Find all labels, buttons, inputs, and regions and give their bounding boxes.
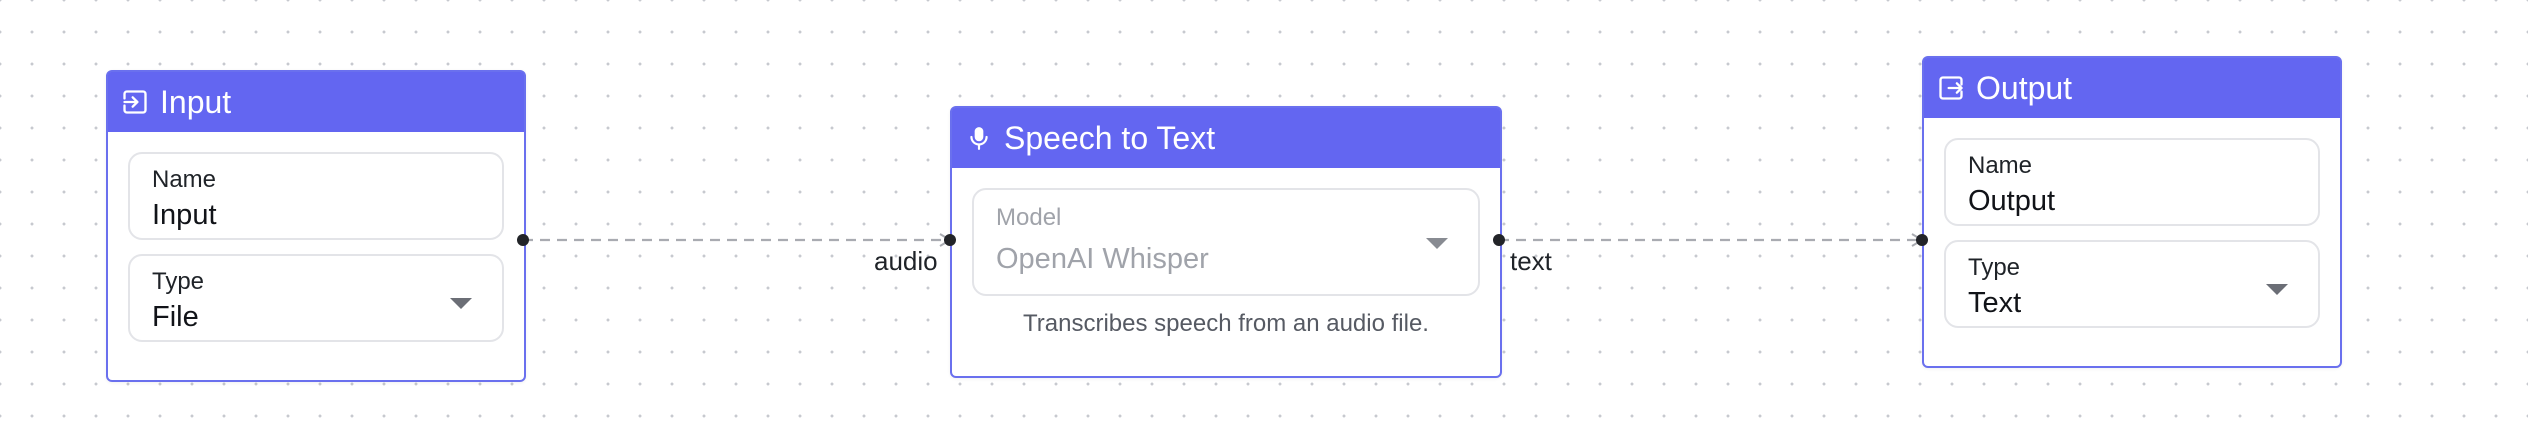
type-select[interactable]: Type Text	[1944, 240, 2320, 328]
model-label: Model	[996, 204, 1062, 231]
type-select[interactable]: Type File	[128, 254, 504, 342]
model-select[interactable]: Model OpenAI Whisper	[972, 188, 1480, 296]
node-header[interactable]: Speech to Text	[952, 108, 1500, 168]
text-output-handle[interactable]	[1493, 234, 1505, 246]
exit-icon	[1936, 73, 1966, 103]
type-value[interactable]: Text	[1968, 287, 2022, 319]
type-label: Type	[1968, 254, 2021, 281]
speech-to-text-node[interactable]: Speech to Text Model OpenAI Whisper Tran…	[950, 106, 1502, 378]
type-label: Type	[152, 268, 205, 295]
input-output-handle[interactable]	[517, 234, 529, 246]
name-field[interactable]: Name Output	[1944, 138, 2320, 226]
chevron-down-icon[interactable]	[1426, 238, 1448, 249]
output-input-handle[interactable]	[1916, 234, 1928, 246]
node-header[interactable]: Output	[1924, 58, 2340, 118]
output-node[interactable]: Output Name Output Type Text	[1922, 56, 2342, 368]
model-value[interactable]: OpenAI Whisper	[996, 243, 1209, 275]
name-field[interactable]: Name Input	[128, 152, 504, 240]
chevron-down-icon[interactable]	[450, 298, 472, 309]
type-value[interactable]: File	[152, 301, 199, 333]
audio-input-handle[interactable]	[944, 234, 956, 246]
text-port-label: text	[1510, 246, 1552, 276]
node-header[interactable]: Input	[108, 72, 524, 132]
audio-port-label: audio	[874, 246, 938, 276]
node-description: Transcribes speech from an audio file.	[1023, 310, 1429, 337]
chevron-down-icon[interactable]	[2266, 284, 2288, 295]
name-value[interactable]: Output	[1968, 185, 2056, 217]
enter-icon	[120, 87, 150, 117]
name-label: Name	[152, 166, 217, 193]
microphone-icon	[964, 123, 994, 153]
name-label: Name	[1968, 152, 2033, 179]
node-title: Output	[1976, 69, 2073, 106]
node-title: Speech to Text	[1004, 119, 1216, 156]
node-title: Input	[160, 83, 232, 120]
name-value[interactable]: Input	[152, 199, 217, 231]
input-node[interactable]: Input Name Input Type File	[106, 70, 526, 382]
